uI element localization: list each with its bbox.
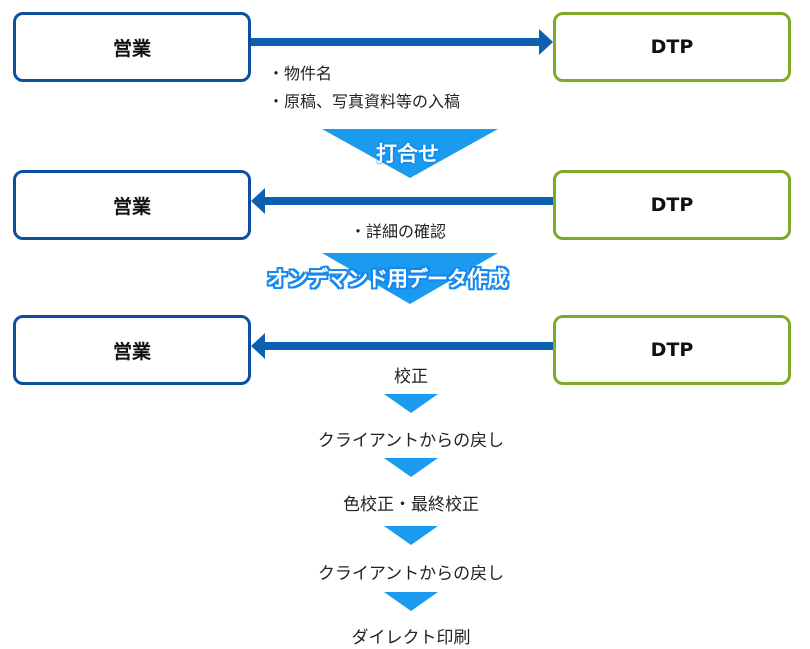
arrow-left-line-3 <box>264 342 553 350</box>
note-manuscript: ・原稿、写真資料等の入稿 <box>268 92 461 111</box>
arrow-left-head-icon <box>251 333 265 359</box>
step-arrow-icon <box>384 394 438 413</box>
note-item-name: ・物件名 <box>268 64 333 83</box>
dtp-label: DTP <box>650 194 694 216</box>
step-client-return-2: クライアントからの戻し <box>317 564 505 584</box>
sales-box-2: 営業 <box>13 170 251 240</box>
dtp-label: DTP <box>650 36 694 58</box>
sales-box-3: 営業 <box>13 315 251 385</box>
dtp-box-2: DTP <box>553 170 791 240</box>
step-client-return-1: クライアントからの戻し <box>317 431 505 451</box>
step-arrow-icon <box>384 526 438 545</box>
step-arrow-icon <box>384 592 438 611</box>
arrow-left-head-icon <box>251 188 265 214</box>
step-proof: 校正 <box>394 367 428 387</box>
arrow-right-head-icon <box>539 29 553 55</box>
step-direct-print: ダイレクト印刷 <box>351 628 471 648</box>
dtp-box-3: DTP <box>553 315 791 385</box>
sales-label: 営業 <box>112 340 151 363</box>
sales-label: 営業 <box>112 37 151 60</box>
dtp-label: DTP <box>650 339 694 361</box>
step-color-final-proof: 色校正・最終校正 <box>343 495 479 515</box>
stage-label-data-creation: オンデマンド用データ作成 <box>267 267 508 291</box>
stage-label-meeting: 打合せ <box>376 142 439 166</box>
stage-triangle-data-creation <box>322 253 498 304</box>
dtp-box-1: DTP <box>553 12 791 82</box>
sales-label: 営業 <box>112 195 151 218</box>
arrow-left-line-2 <box>264 197 553 205</box>
arrow-right-line-1 <box>251 38 541 46</box>
note-confirm-details: ・詳細の確認 <box>350 222 447 241</box>
sales-box-1: 営業 <box>13 12 251 82</box>
step-arrow-icon <box>384 458 438 477</box>
stage-triangle-meeting <box>322 129 498 178</box>
